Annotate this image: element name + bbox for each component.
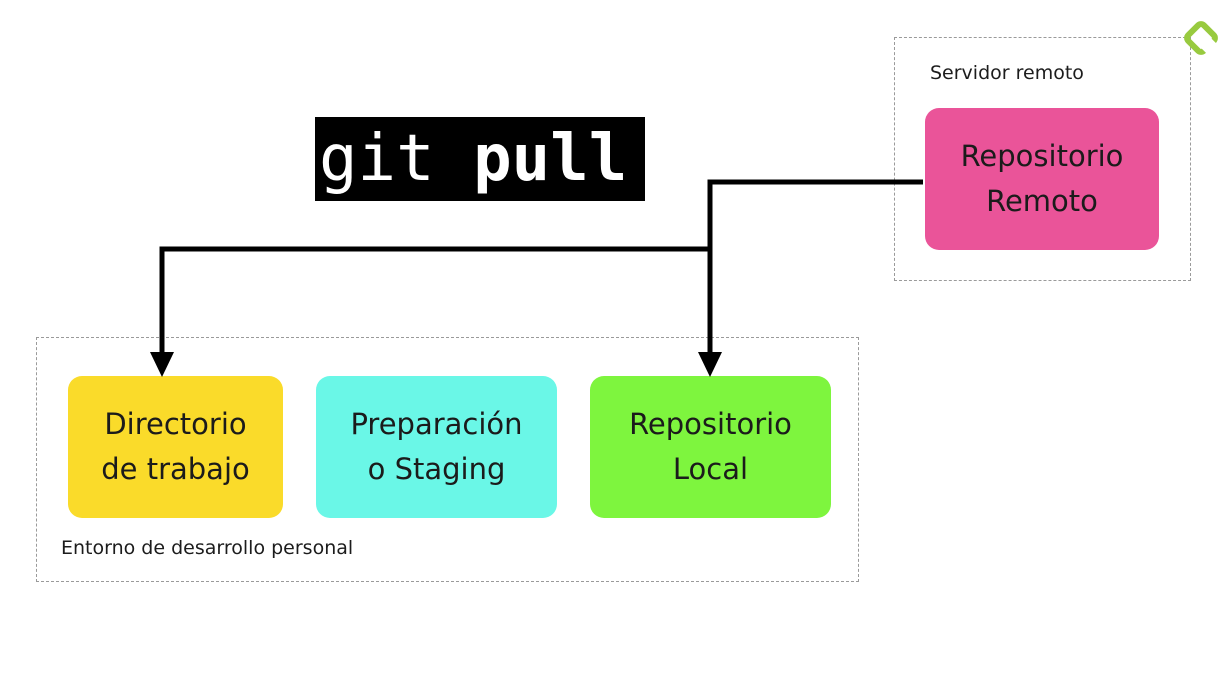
title-command: git <box>319 122 435 196</box>
local-repository-line1: Repositorio <box>629 407 792 441</box>
remote-environment-label: Servidor remoto <box>930 62 1084 84</box>
remote-repository-line2: Remoto <box>986 184 1098 218</box>
remote-repository-line1: Repositorio <box>960 139 1124 173</box>
working-directory-node: Directorio de trabajo <box>68 376 283 518</box>
remote-environment-frame: Servidor remoto <box>894 37 1191 281</box>
working-directory-line1: Directorio <box>104 407 247 441</box>
staging-area-line2: o Staging <box>367 452 506 486</box>
staging-area-line1: Preparación <box>350 407 523 441</box>
remote-repository-node: Repositorio Remoto <box>925 108 1159 250</box>
connector-remote-to-split <box>707 179 923 249</box>
working-directory-line2: de trabajo <box>101 452 250 486</box>
local-environment-label: Entorno de desarrollo personal <box>61 537 354 559</box>
page-title: git pull <box>315 117 645 201</box>
local-repository-node: Repositorio Local <box>590 376 831 518</box>
local-repository-line2: Local <box>672 452 749 486</box>
title-subcommand: pull <box>473 122 628 196</box>
staging-area-node: Preparación o Staging <box>316 376 557 518</box>
platzi-logo-icon <box>1184 21 1218 55</box>
